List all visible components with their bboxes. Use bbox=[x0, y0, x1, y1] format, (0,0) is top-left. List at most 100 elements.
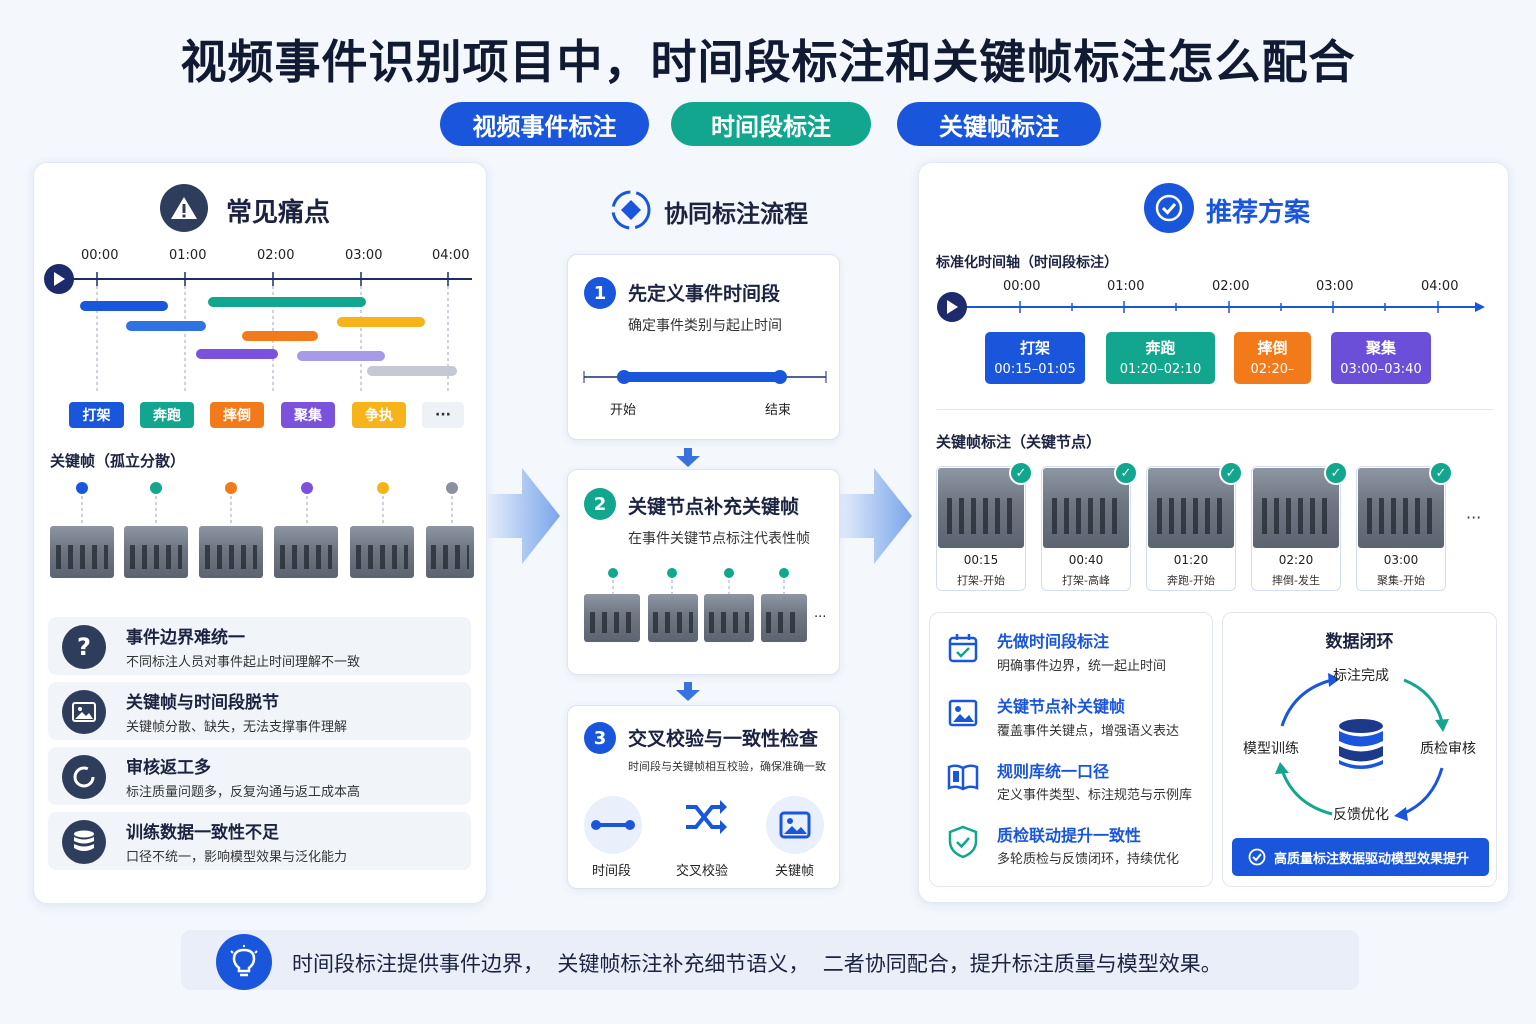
flow-arrow-right bbox=[840, 468, 912, 564]
tag-fight: 打架 bbox=[69, 402, 124, 428]
left-timeline bbox=[70, 272, 472, 392]
keyframe-thumbnail bbox=[274, 526, 338, 578]
keyframe-thumbnail bbox=[124, 526, 188, 578]
step-title: 先定义事件时间段 bbox=[628, 283, 781, 305]
data-loop-title: 数据闭环 bbox=[1325, 632, 1394, 652]
step-desc: 在事件关键节点标注代表性帧 bbox=[628, 531, 810, 547]
step-number: 1 bbox=[584, 277, 616, 309]
keyframe-thumbnail bbox=[426, 526, 474, 578]
book-icon bbox=[946, 760, 980, 794]
segment-bar bbox=[367, 366, 457, 376]
left-tick: 02:00 bbox=[257, 248, 295, 263]
check-icon: ✓ bbox=[1429, 461, 1453, 485]
check-circle-icon bbox=[1144, 183, 1194, 233]
step-card-2: 2 关键节点补充关键帧 在事件关键节点标注代表性帧 ··· bbox=[567, 469, 840, 675]
sync-icon bbox=[609, 188, 653, 232]
keyframe-thumbnail bbox=[199, 526, 263, 578]
shuffle-icon bbox=[676, 794, 734, 840]
rec-desc: 多轮质检与反馈闭环，持续优化 bbox=[997, 852, 1180, 867]
check-icon: ✓ bbox=[1114, 461, 1138, 485]
keyframe-label: 打架-开始 bbox=[957, 574, 1005, 587]
left-tick: 04:00 bbox=[432, 248, 470, 263]
issue-card: 关键帧与时间段脱节 关键帧分散、缺失，无法支撑事件理解 bbox=[48, 682, 471, 740]
loop-top: 标注完成 bbox=[1333, 668, 1389, 684]
play-icon[interactable] bbox=[937, 292, 967, 322]
issue-card: 审核返工多 标注质量问题多，反复沟通与返工成本高 bbox=[48, 747, 471, 805]
keyframe-thumbnail bbox=[761, 594, 807, 642]
flow-arrow-left bbox=[488, 468, 560, 564]
loop-banner-text: 高质量标注数据驱动模型效果提升 bbox=[1274, 851, 1470, 867]
segment-diagram bbox=[583, 370, 827, 384]
step-card-3: 3 交叉校验与一致性检查 时间段与关键帧相互校验，确保准确一致 时间段 交叉校验… bbox=[567, 705, 840, 889]
loop-bottom: 反馈优化 bbox=[1333, 807, 1389, 823]
left-tick: 03:00 bbox=[345, 248, 383, 263]
issue-title: 训练数据一致性不足 bbox=[126, 823, 279, 843]
issue-desc: 标注质量问题多，反复沟通与返工成本高 bbox=[126, 785, 361, 800]
keyframe-thumbnail bbox=[584, 594, 640, 642]
right-tick: 03:00 bbox=[1316, 279, 1354, 294]
keyframe-thumbnail bbox=[50, 526, 114, 578]
recommend-heading: 推荐方案 bbox=[1206, 198, 1311, 228]
step-desc: 时间段与关键帧相互校验，确保准确一致 bbox=[628, 760, 826, 773]
step-title: 关键节点补充关键帧 bbox=[628, 496, 800, 518]
keyframe-thumbnail bbox=[1358, 468, 1444, 548]
step-card-1: 1 先定义事件时间段 确定事件类别与起止时间 开始 结束 bbox=[567, 254, 840, 440]
segment-icon bbox=[584, 796, 642, 854]
keyframe-thumbnail bbox=[704, 594, 754, 642]
segment-bar bbox=[297, 351, 385, 361]
issue-desc: 口径不统一，影响模型效果与泛化能力 bbox=[126, 850, 348, 865]
right-tick: 04:00 bbox=[1421, 279, 1459, 294]
database-icon bbox=[62, 820, 106, 864]
keyframe-thumbnail bbox=[1148, 468, 1234, 548]
rec-title: 关键节点补关键帧 bbox=[997, 697, 1126, 716]
segment-bar bbox=[208, 297, 366, 307]
right-tick: 00:00 bbox=[1003, 279, 1041, 294]
footer-summary: 时间段标注提供事件边界， 关键帧标注补充细节语义， 二者协同配合，提升标注质量与… bbox=[292, 952, 1222, 976]
keyframe-card: ✓ 03:00 聚集-开始 bbox=[1356, 461, 1453, 591]
keyframe-label: 摔倒-发生 bbox=[1272, 574, 1320, 587]
image-icon bbox=[766, 796, 824, 854]
segment-bar bbox=[126, 321, 206, 331]
segment-bar bbox=[242, 331, 318, 341]
segment-bar bbox=[337, 317, 425, 327]
issue-desc: 不同标注人员对事件起止时间理解不一致 bbox=[126, 655, 361, 670]
segment-bar bbox=[80, 301, 168, 311]
keyframe-thumbnail bbox=[350, 526, 414, 578]
tag-gather: 聚集 bbox=[281, 402, 335, 428]
keyframe-time: 03:00 bbox=[1383, 553, 1419, 567]
step-title: 交叉校验与一致性检查 bbox=[628, 728, 819, 750]
left-tick: 01:00 bbox=[169, 248, 207, 263]
loop-right: 质检审核 bbox=[1420, 741, 1476, 757]
issue-title: 审核返工多 bbox=[126, 758, 211, 778]
keyframe-label: 奔跑-开始 bbox=[1167, 574, 1215, 587]
right-tick: 02:00 bbox=[1212, 279, 1250, 294]
rec-desc: 明确事件边界，统一起止时间 bbox=[997, 659, 1167, 674]
keyframe-label: 聚集-开始 bbox=[1377, 574, 1425, 587]
issue-card: 训练数据一致性不足 口径不统一，影响模型效果与泛化能力 bbox=[48, 812, 471, 870]
tag-more: ··· bbox=[422, 402, 464, 428]
pill-video-event: 视频事件标注 bbox=[440, 102, 649, 146]
page-title: 视频事件识别项目中，时间段标注和关键帧标注怎么配合 bbox=[180, 35, 1356, 89]
keyframe-thumbnail bbox=[1253, 468, 1339, 548]
keyframe-time: 00:40 bbox=[1068, 553, 1104, 567]
rec-desc: 覆盖事件关键点，增强语义表达 bbox=[997, 724, 1180, 739]
refresh-icon bbox=[62, 755, 106, 799]
down-arrow bbox=[676, 682, 700, 701]
timeline-label: 标准化时间轴（时间段标注） bbox=[936, 255, 1118, 271]
issue-card: ? 事件边界难统一 不同标注人员对事件起止时间理解不一致 bbox=[48, 617, 471, 675]
image-icon bbox=[62, 690, 106, 734]
play-icon[interactable] bbox=[44, 264, 74, 294]
more-dots: ··· bbox=[1466, 508, 1482, 527]
rec-title: 质检联动提升一致性 bbox=[997, 826, 1142, 845]
cycle-arrows bbox=[1275, 673, 1449, 821]
calendar-icon bbox=[946, 631, 980, 665]
check-icon: ✓ bbox=[1009, 461, 1033, 485]
tag-run: 奔跑 bbox=[140, 402, 194, 428]
warning-icon bbox=[160, 184, 208, 232]
question-icon: ? bbox=[62, 625, 106, 669]
lightbulb-icon bbox=[216, 934, 272, 990]
issue-desc: 关键帧分散、缺失，无法支撑事件理解 bbox=[126, 720, 348, 735]
segment-bar bbox=[196, 349, 278, 359]
